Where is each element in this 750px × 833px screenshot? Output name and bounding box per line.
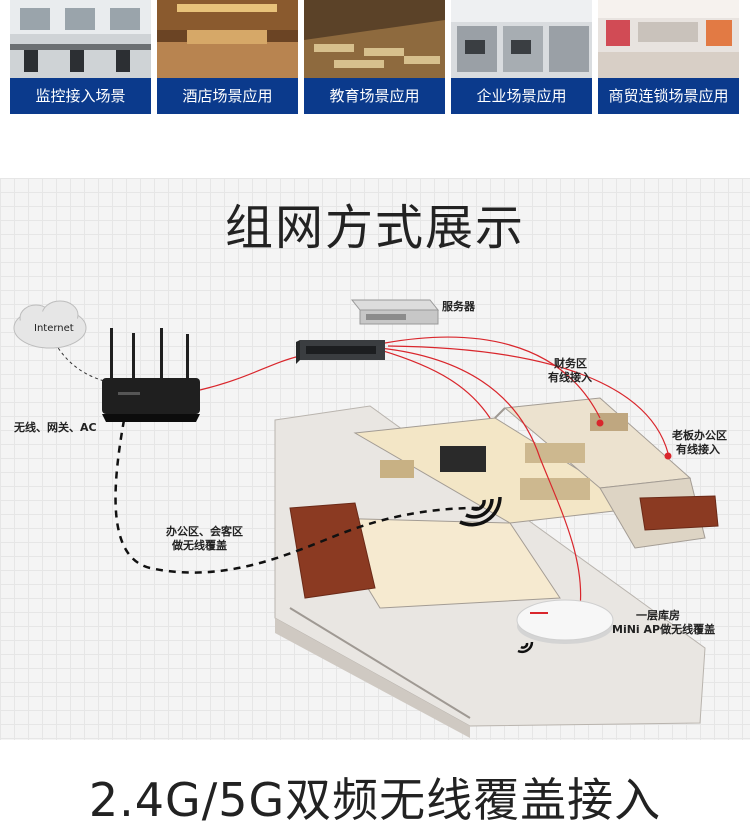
scene-label: 商贸连锁场景应用 xyxy=(598,78,739,114)
scene-photo-cubicles xyxy=(451,0,592,78)
scene-label: 酒店场景应用 xyxy=(157,78,298,114)
wireless-path-office xyxy=(114,419,479,574)
boss-office-sublabel: 有线接入 xyxy=(676,443,720,456)
network-diagram xyxy=(13,299,719,738)
finance-label: 财务区 xyxy=(554,357,587,370)
router-label: 无线、网关、AC xyxy=(14,421,97,434)
cloud-icon xyxy=(13,300,87,349)
wired-cables xyxy=(199,336,669,609)
scene-card-enterprise[interactable]: 企业场景应用 xyxy=(451,0,592,114)
scene-photo-office xyxy=(10,0,151,78)
scene-card-hotel[interactable]: 酒店场景应用 xyxy=(157,0,298,114)
wireless-paths xyxy=(114,419,479,574)
switch-icon xyxy=(296,340,385,364)
scene-photo-hotel xyxy=(157,0,298,78)
office-area-sublabel: 做无线覆盖 xyxy=(172,539,227,552)
wired-endpoint-dots xyxy=(596,419,672,460)
server-icon xyxy=(350,299,440,325)
floor-plan xyxy=(274,397,719,738)
scene-label: 企业场景应用 xyxy=(451,78,592,114)
scene-strip: 监控接入场景 酒店场景应用 教育场景应用 xyxy=(0,0,750,120)
scene-card-education[interactable]: 教育场景应用 xyxy=(304,0,445,114)
server-label: 服务器 xyxy=(442,300,475,313)
scene-photo-mall xyxy=(598,0,739,78)
cloud-label: Internet xyxy=(34,323,74,334)
scene-label: 教育场景应用 xyxy=(304,78,445,114)
cable-switch-warehouse xyxy=(379,347,582,609)
office-area-label: 办公区、会客区 xyxy=(166,525,243,538)
warehouse-label: 一层库房 xyxy=(636,609,680,622)
scene-card-monitoring[interactable]: 监控接入场景 xyxy=(10,0,151,114)
mini-ap-wifi-icon xyxy=(517,641,534,654)
wifi-icon xyxy=(459,496,502,527)
cable-switch-boss xyxy=(387,345,669,454)
cable-switch-office xyxy=(379,349,491,419)
scene-label: 监控接入场景 xyxy=(10,78,151,114)
scene-photo-classroom xyxy=(304,0,445,78)
cable-switch-finance xyxy=(384,336,601,419)
boss-office-label: 老板办公区 xyxy=(672,429,727,442)
finance-sublabel: 有线接入 xyxy=(548,371,592,384)
footer-slogan: 2.4G/5G双频无线覆盖接入 xyxy=(88,773,662,827)
mini-ap-icon xyxy=(516,599,614,644)
router-icon xyxy=(102,328,200,422)
link-cloud-router xyxy=(54,342,113,384)
cable-router-switch xyxy=(199,355,301,391)
scene-card-retail[interactable]: 商贸连锁场景应用 xyxy=(598,0,739,114)
diagram-title: 组网方式展示 xyxy=(224,200,525,256)
warehouse-sublabel: MiNi AP做无线覆盖 xyxy=(612,623,716,636)
